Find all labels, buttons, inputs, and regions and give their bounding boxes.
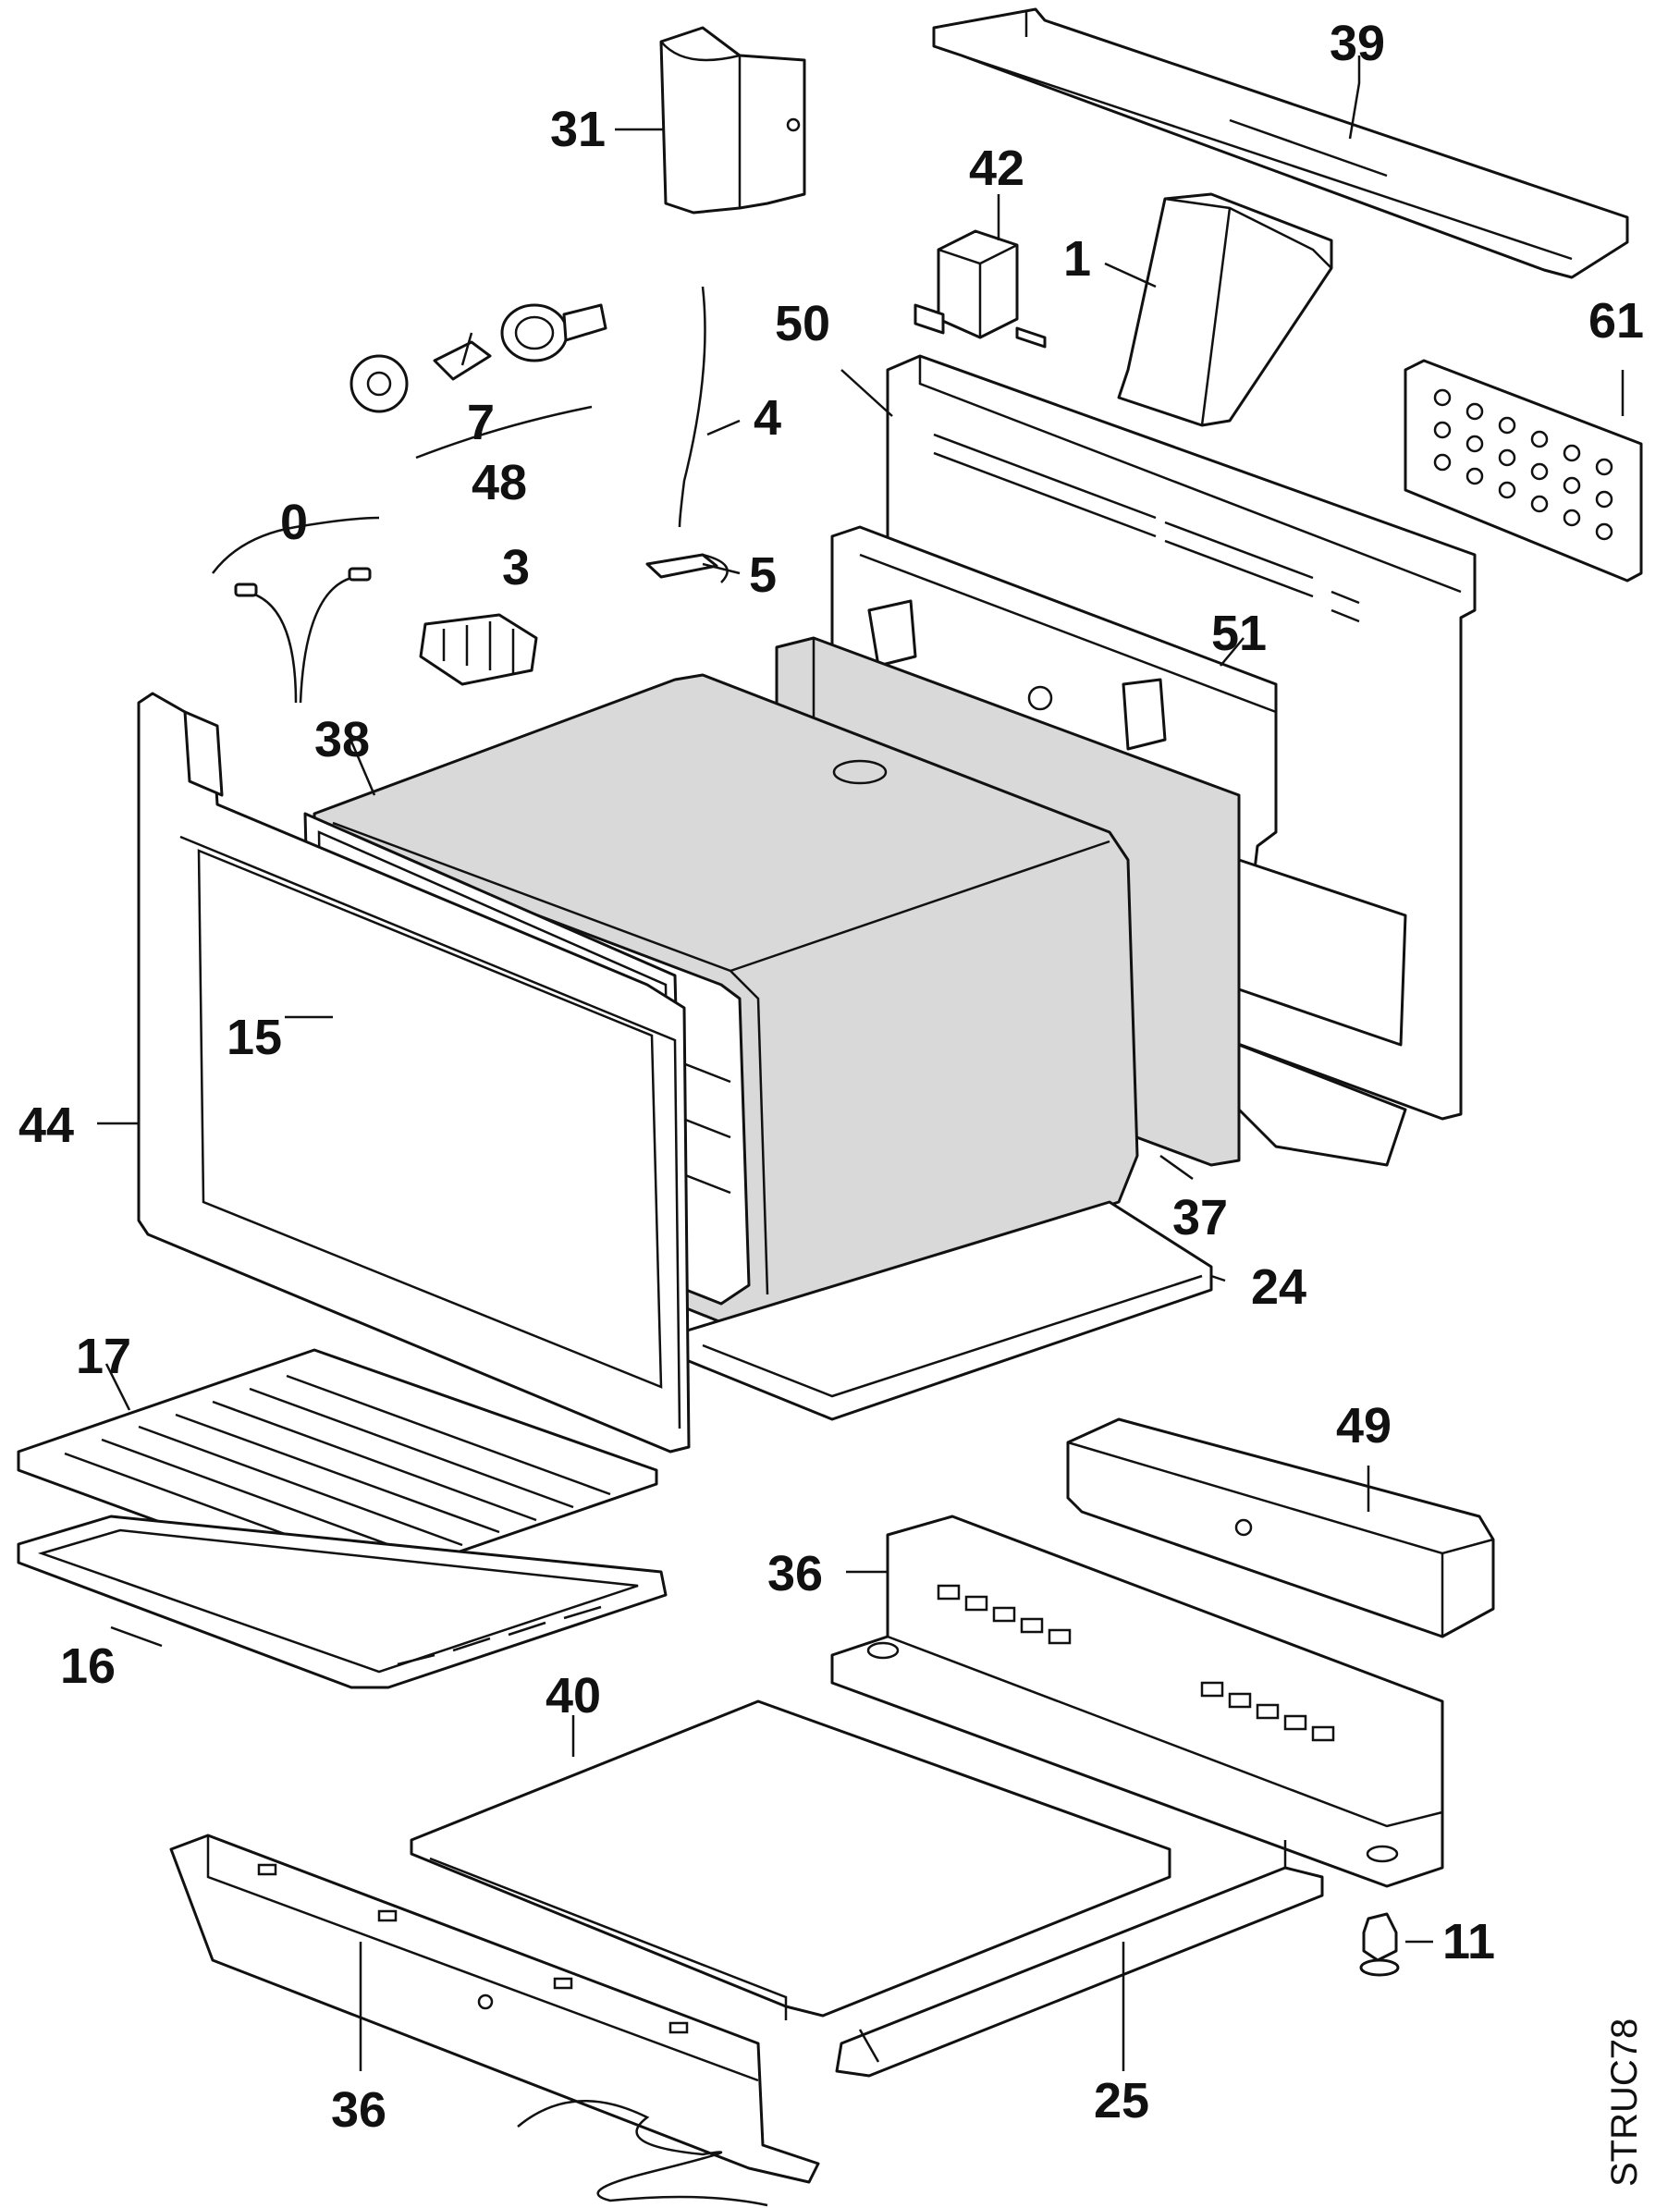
part-31-cover (659, 26, 806, 215)
callout-61: 61 (1588, 293, 1644, 349)
callout-50: 50 (775, 296, 830, 351)
callout-36-upper: 36 (767, 1546, 823, 1601)
leader-lines (97, 55, 1625, 2071)
part-5-clip (645, 553, 729, 583)
signature-scribble (517, 2099, 768, 2207)
callout-38: 38 (314, 712, 370, 767)
drawing-code: STRUC78 (1604, 2018, 1645, 2187)
callout-37: 37 (1172, 1190, 1228, 1245)
part-16-baking-tray (17, 1515, 668, 1689)
part-44-front-frame (137, 692, 691, 1454)
callout-1: 1 (1063, 231, 1091, 287)
part-40-bottom-plate (410, 1699, 1171, 2020)
part-36-lower-rail (169, 1834, 820, 2184)
part-4-wire (678, 286, 706, 528)
part-39-top-rail (932, 7, 1629, 279)
callout-36-lower: 36 (331, 2082, 386, 2138)
callout-44: 44 (18, 1098, 74, 1153)
part-11-foot (1359, 1912, 1400, 1977)
part-36-upper-bracket (830, 1515, 1444, 1888)
callout-labels: 31 39 42 1 50 61 7 48 4 0 3 5 51 38 15 4… (18, 16, 1644, 2138)
callout-11: 11 (1442, 1914, 1495, 1969)
callout-4: 4 (754, 390, 781, 446)
part-0-wire-harness (212, 516, 380, 704)
callout-39: 39 (1330, 16, 1385, 71)
callout-17: 17 (76, 1329, 131, 1384)
part-61-perforated-plate (1404, 359, 1643, 583)
part-42-switch-box (914, 229, 1047, 349)
callout-31: 31 (550, 102, 606, 157)
callout-40: 40 (546, 1668, 601, 1723)
callout-7: 7 (467, 395, 495, 450)
part-3-terminal-block (419, 613, 538, 686)
callout-42: 42 (969, 141, 1024, 196)
callout-24: 24 (1251, 1259, 1306, 1315)
rear-bracket (1237, 858, 1407, 1167)
callout-48: 48 (472, 455, 527, 510)
callout-51: 51 (1211, 606, 1267, 661)
callout-25: 25 (1094, 2073, 1149, 2128)
callout-5: 5 (749, 547, 777, 603)
part-1-duct (1117, 192, 1333, 427)
callout-16: 16 (60, 1638, 116, 1694)
callout-3: 3 (502, 540, 530, 595)
part-49-control-box (1066, 1417, 1495, 1638)
part-48-lamp-assembly (349, 303, 607, 460)
part-25-side-rail (835, 1840, 1324, 2078)
callout-15: 15 (227, 1010, 282, 1065)
callout-49: 49 (1336, 1398, 1392, 1454)
callout-0: 0 (280, 495, 308, 550)
